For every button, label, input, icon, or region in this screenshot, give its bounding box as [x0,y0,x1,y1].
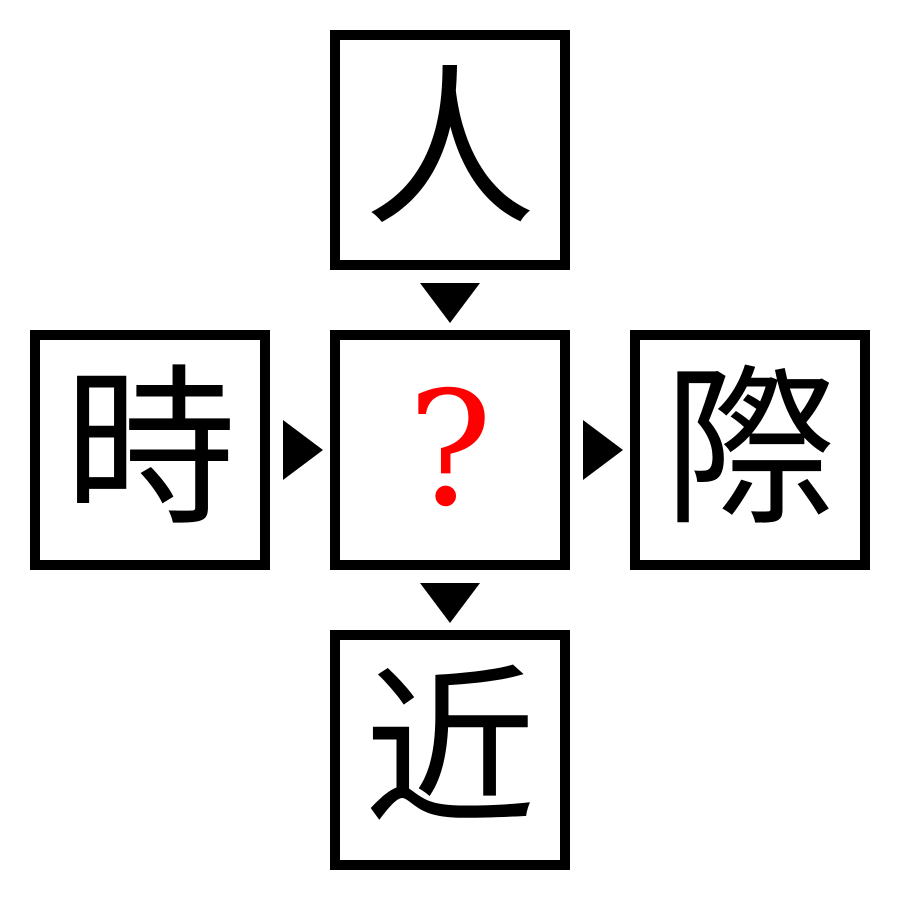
tile-bottom-char: 近 [364,649,536,850]
right-triangle-icon [583,420,623,480]
tile-bottom: 近 [330,630,570,870]
answer-tile[interactable]: ? [330,330,570,570]
question-mark: ? [407,358,493,542]
right-triangle-icon [283,420,323,480]
tile-left-char: 時 [64,349,236,550]
tile-left: 時 [30,330,270,570]
tile-top-char: 人 [364,49,536,250]
down-triangle-icon [420,583,480,623]
tile-top: 人 [330,30,570,270]
tile-right: 際 [630,330,870,570]
down-triangle-icon [420,283,480,323]
tile-right-char: 際 [664,349,836,550]
